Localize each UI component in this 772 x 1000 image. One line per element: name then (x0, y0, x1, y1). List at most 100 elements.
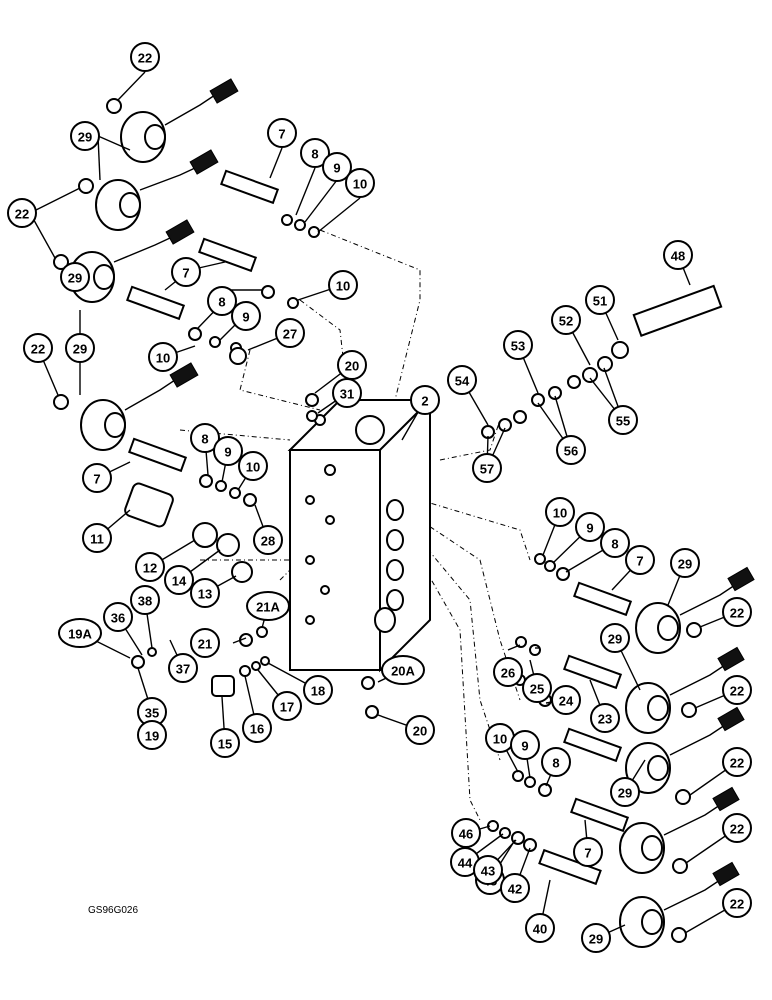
callout-label: 7 (636, 554, 643, 569)
callout-20: 20 (337, 350, 367, 380)
callout-label: 22 (31, 342, 45, 357)
callout-2: 2 (410, 385, 440, 415)
callout-42: 42 (500, 873, 530, 903)
callout-label: 13 (198, 587, 212, 602)
coil-upper-2 (95, 149, 219, 231)
callout-10: 10 (545, 497, 575, 527)
callout-57: 57 (472, 453, 502, 483)
callout-13: 13 (190, 578, 220, 608)
callout-label: 12 (143, 561, 157, 576)
callout-label: 43 (481, 864, 495, 879)
callout-22: 22 (722, 675, 752, 705)
callout-9: 9 (322, 152, 352, 182)
callout-9: 9 (575, 512, 605, 542)
callout-22: 22 (722, 813, 752, 843)
callout-label: 10 (336, 279, 350, 294)
callout-label: 29 (678, 557, 692, 572)
callout-label: 29 (618, 786, 632, 801)
callout-35: 35 (137, 697, 167, 727)
callout-10: 10 (345, 168, 375, 198)
callout-label: 8 (311, 147, 318, 162)
callout-label: 29 (68, 271, 82, 286)
callout-label: 55 (616, 414, 630, 429)
callout-label: 20 (413, 724, 427, 739)
callout-label: 20A (391, 664, 415, 679)
callout-label: 22 (730, 756, 744, 771)
callout-label: 29 (589, 932, 603, 947)
callout-label: 8 (552, 756, 559, 771)
callout-37: 37 (168, 653, 198, 683)
callout-label: 40 (533, 922, 547, 937)
callout-20: 20 (405, 715, 435, 745)
coil-right-1 (635, 566, 755, 654)
callout-label: 7 (182, 266, 189, 281)
callout-25: 25 (522, 673, 552, 703)
callout-label: 54 (455, 374, 470, 389)
callout-8: 8 (541, 747, 571, 777)
callout-8: 8 (207, 286, 237, 316)
callout-label: 10 (156, 351, 170, 366)
callout-label: 38 (138, 594, 152, 609)
coil-upper-4 (80, 362, 199, 451)
callout-label: 20 (345, 359, 359, 374)
callout-label: 9 (242, 310, 249, 325)
callout-label: 21 (198, 637, 212, 652)
coil-right-4 (619, 786, 740, 874)
callout-label: 57 (480, 462, 494, 477)
callout-29: 29 (600, 623, 630, 653)
callout-10: 10 (238, 451, 268, 481)
callout-19: 19 (137, 720, 167, 750)
callout-label: 51 (593, 294, 607, 309)
callout-label: 23 (598, 712, 612, 727)
callout-51: 51 (585, 285, 615, 315)
callout-7: 7 (625, 545, 655, 575)
callout-53: 53 (503, 330, 533, 360)
callout-label: 29 (73, 342, 87, 357)
callout-label: 11 (90, 532, 104, 547)
callout-9: 9 (510, 730, 540, 760)
callout-19A: 19A (58, 618, 102, 648)
figure-code: GS96G026 (88, 905, 139, 916)
callout-label: 25 (530, 682, 544, 697)
callout-9: 9 (213, 436, 243, 466)
callout-label: 14 (172, 574, 187, 589)
callout-56: 56 (556, 435, 586, 465)
callout-14: 14 (164, 565, 194, 595)
coil-upper-1 (120, 78, 239, 163)
callout-8: 8 (190, 423, 220, 453)
callout-label: 22 (730, 684, 744, 699)
coil-right-2 (625, 646, 745, 734)
callout-label: 22 (15, 207, 29, 222)
callout-54: 54 (447, 365, 477, 395)
callout-38: 38 (130, 585, 160, 615)
callout-label: 28 (261, 534, 275, 549)
callout-29: 29 (610, 777, 640, 807)
manifold-block (287, 397, 433, 673)
callout-label: 35 (145, 706, 159, 721)
callout-label: 21A (256, 600, 280, 615)
callout-label: 10 (353, 177, 367, 192)
callout-27: 27 (275, 318, 305, 348)
callout-label: 18 (311, 684, 325, 699)
callout-label: 53 (511, 339, 525, 354)
callout-8: 8 (300, 138, 330, 168)
callout-16: 16 (242, 713, 272, 743)
valve-cartridges (124, 169, 723, 886)
callout-label: 24 (559, 694, 574, 709)
callout-label: 22 (730, 606, 744, 621)
callout-label: 56 (564, 444, 578, 459)
callout-10: 10 (328, 270, 358, 300)
callout-label: 36 (111, 611, 125, 626)
callout-label: 10 (246, 460, 260, 475)
callout-label: 2 (421, 394, 428, 409)
callout-label: 37 (176, 662, 190, 677)
callout-label: 42 (508, 882, 522, 897)
callout-label: 9 (521, 739, 528, 754)
seal-rings (53, 98, 702, 943)
callout-29: 29 (60, 262, 90, 292)
callout-label: 19A (68, 627, 92, 642)
callout-label: 52 (559, 314, 573, 329)
coil-right-3 (625, 706, 745, 794)
callout-28: 28 (253, 525, 283, 555)
callout-21: 21 (190, 628, 220, 658)
